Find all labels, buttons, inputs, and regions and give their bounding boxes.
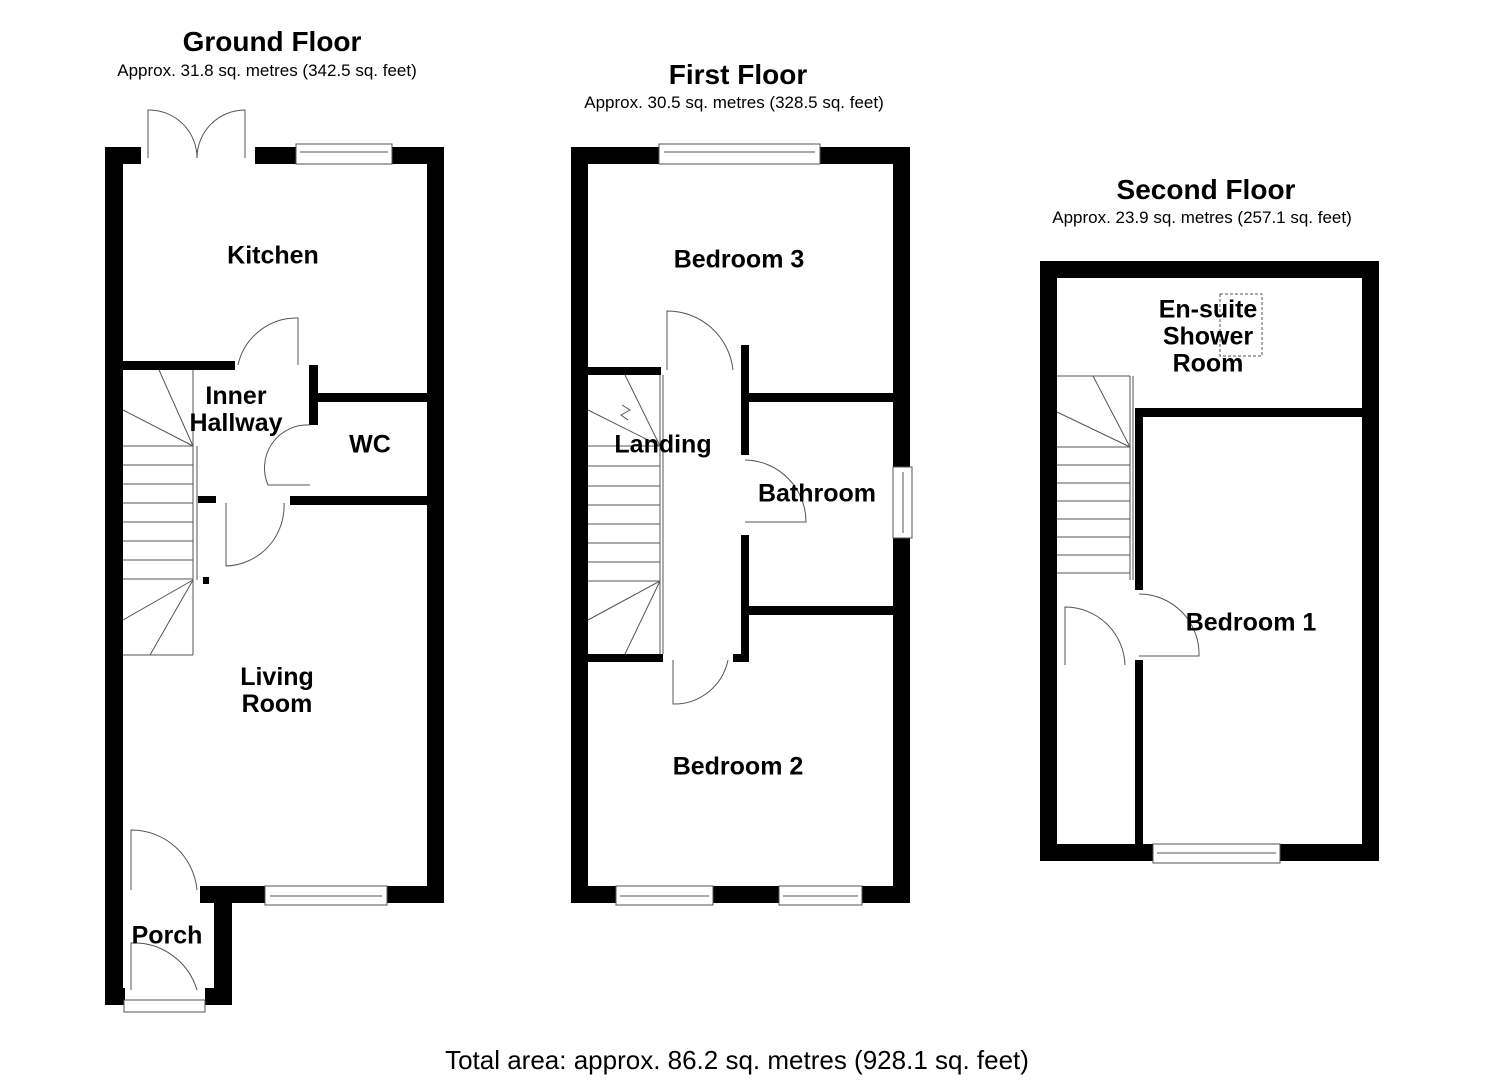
second-floor-area: Approx. 23.9 sq. metres (257.1 sq. feet): [1052, 208, 1352, 227]
ground-floor-walls: [105, 147, 444, 1005]
room-wc: WC: [349, 430, 391, 459]
ground-floor-fixtures: [122, 109, 393, 1013]
room-bedroom-2: Bedroom 2: [672, 752, 804, 781]
second-floor-title: Second Floor: [1116, 174, 1296, 205]
room-kitchen: Kitchen: [227, 241, 319, 270]
room-ensuite-shower-room: En-suite Shower Room: [1158, 295, 1258, 378]
first-floor-walls: [571, 147, 910, 903]
room-bedroom-1: Bedroom 1: [1185, 608, 1317, 637]
first-floor-fixtures: [587, 143, 913, 906]
room-landing: Landing: [614, 430, 712, 459]
ground-floor-area: Approx. 31.8 sq. metres (342.5 sq. feet): [117, 61, 417, 80]
room-porch: Porch: [131, 921, 203, 950]
total-area: Total area: approx. 86.2 sq. metres (928…: [445, 1045, 1029, 1075]
room-bedroom-3: Bedroom 3: [673, 245, 805, 274]
room-inner-hallway: Inner Hallway: [189, 382, 283, 437]
first-floor-area: Approx. 30.5 sq. metres (328.5 sq. feet): [584, 93, 884, 112]
ground-floor-title: Ground Floor: [182, 26, 362, 57]
room-bathroom: Bathroom: [757, 479, 877, 508]
second-floor-fixtures: [1056, 293, 1281, 864]
first-floor-title: First Floor: [668, 59, 808, 90]
room-living-room: Living Room: [240, 663, 314, 718]
second-floor-walls: [1040, 261, 1379, 861]
